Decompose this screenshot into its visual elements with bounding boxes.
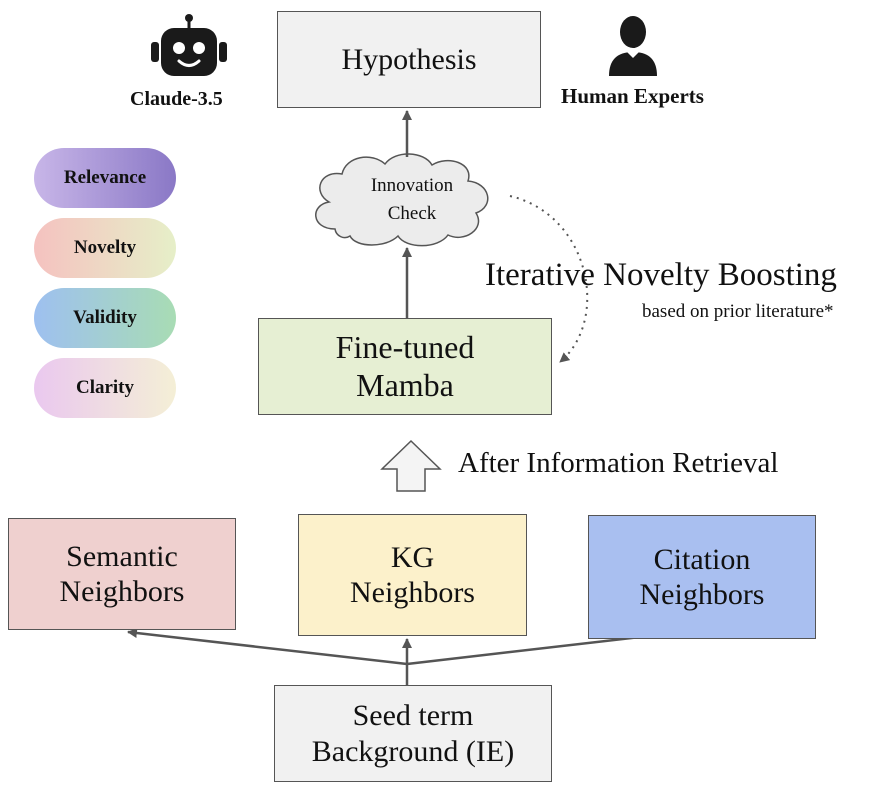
- seed-line1: Seed term: [352, 699, 474, 733]
- citation-line1: Citation: [653, 542, 751, 576]
- semantic-neighbors-box: Semantic Neighbors: [8, 518, 236, 630]
- innovation-check-line2: Check: [387, 202, 437, 224]
- seed-line2: Background (IE): [311, 734, 515, 768]
- kg-line1: KG: [390, 540, 435, 574]
- innovation-check-line1: Innovation: [370, 175, 454, 196]
- hypothesis-box: Hypothesis: [277, 11, 541, 108]
- retrieval-label: After Information Retrieval: [458, 447, 779, 479]
- semantic-line2: Neighbors: [59, 575, 185, 608]
- iterative-loop-arrow: [509, 195, 589, 363]
- kg-line2: Neighbors: [350, 576, 475, 609]
- robot-icon: [151, 14, 227, 76]
- iterative-novelty-title: Iterative Novelty Boosting: [485, 257, 837, 293]
- retrieval-arrow-icon: [380, 439, 442, 492]
- arrow-seed-to-semantic: [127, 628, 408, 666]
- criterion-relevance: Relevance: [34, 148, 176, 208]
- kg-neighbors-box: KG Neighbors: [298, 514, 527, 636]
- iterative-novelty-subtitle: based on prior literature*: [642, 301, 834, 322]
- criterion-validity: Validity: [34, 288, 176, 348]
- innovation-check-cloud: [315, 153, 489, 247]
- human-experts-label: Human Experts: [561, 84, 704, 108]
- seed-box: Seed term Background (IE): [274, 685, 552, 782]
- citation-line2: Neighbors: [639, 578, 765, 611]
- criterion-clarity: Clarity: [34, 358, 176, 418]
- citation-neighbors-box: Citation Neighbors: [588, 515, 816, 639]
- hypothesis-label: Hypothesis: [341, 42, 477, 76]
- innovation-check-label: Innovation Check: [342, 172, 482, 227]
- person-icon: [609, 16, 657, 76]
- model-box: Fine-tuned Mamba: [258, 318, 552, 415]
- model-line2: Mamba: [356, 366, 454, 403]
- semantic-line1: Semantic: [66, 539, 178, 573]
- model-line1: Fine-tuned: [335, 328, 475, 365]
- criterion-novelty: Novelty: [34, 218, 176, 278]
- claude-label: Claude-3.5: [130, 88, 223, 110]
